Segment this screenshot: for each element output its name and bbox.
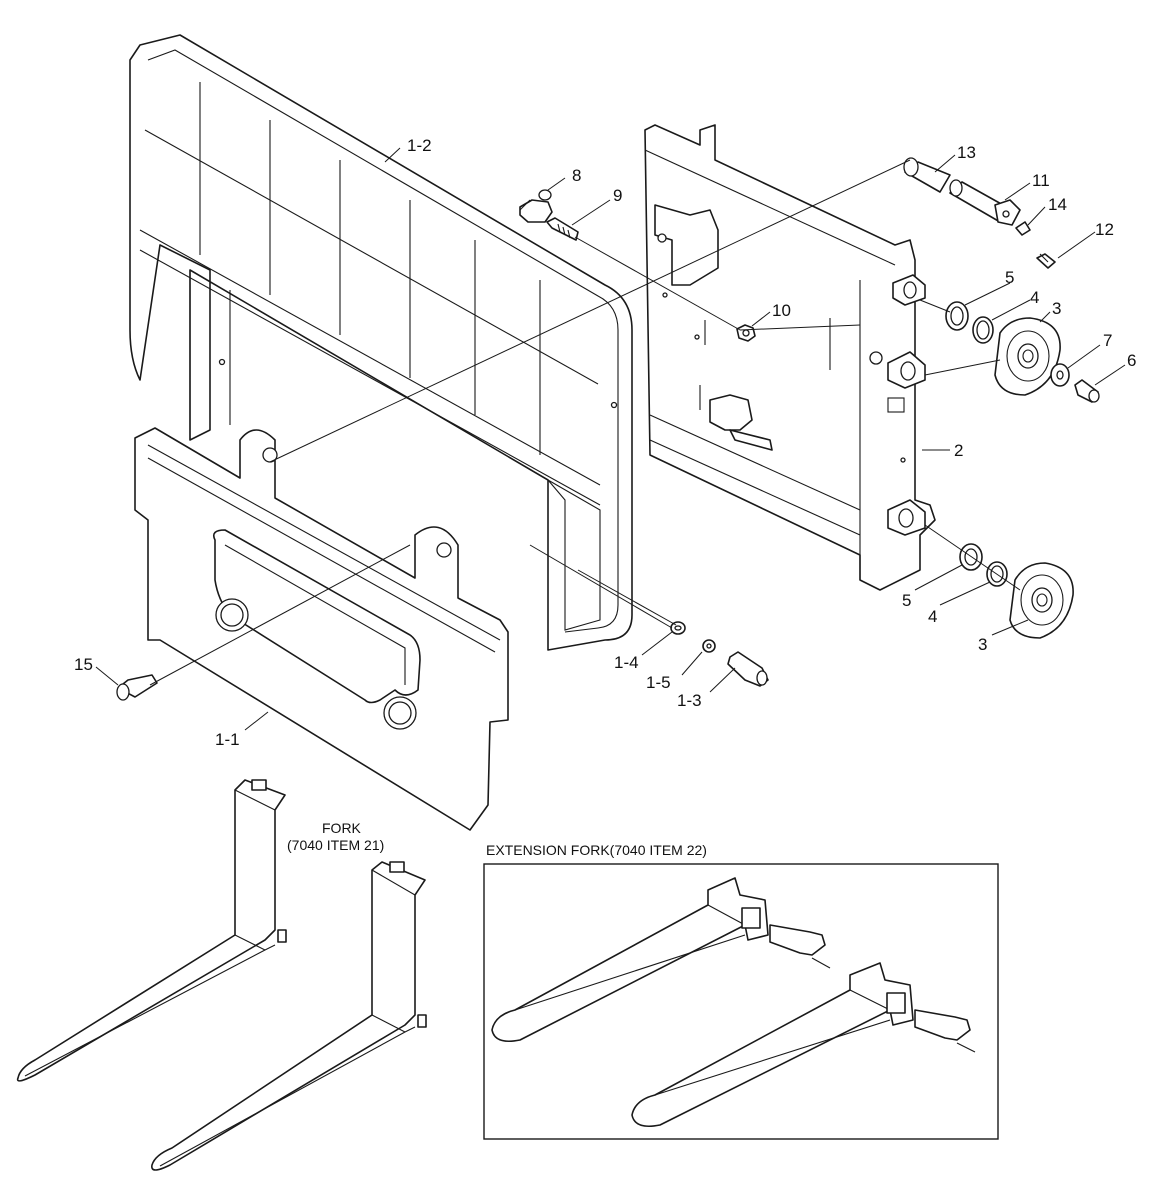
fork-caption-line2: (7040 ITEM 21) xyxy=(287,837,384,853)
callout-3-upper: 3 xyxy=(1052,299,1061,318)
part-7-washer xyxy=(1050,363,1070,387)
part-3-roller-lower xyxy=(1009,562,1074,639)
main-carriage xyxy=(644,124,936,591)
extension-fork-caption: EXTENSION FORK(7040 ITEM 22) xyxy=(486,842,707,858)
callout-2: 2 xyxy=(954,441,963,460)
part-10-nut xyxy=(736,324,756,342)
callout-14: 14 xyxy=(1048,195,1067,214)
part-1-3-cap-screw xyxy=(727,651,769,687)
part-15-cap-screw xyxy=(116,674,158,701)
extension-forks xyxy=(491,877,976,1128)
part-12-bolt xyxy=(1036,253,1056,269)
callout-11: 11 xyxy=(1032,171,1050,190)
load-backrest-frame xyxy=(129,34,633,651)
callout-1-5: 1-5 xyxy=(646,673,671,692)
callout-7: 7 xyxy=(1103,331,1112,350)
callout-4-lower: 4 xyxy=(928,607,937,626)
callout-1-3: 1-3 xyxy=(677,691,702,710)
callout-6: 6 xyxy=(1127,351,1136,370)
part-1-5-lock-washer xyxy=(702,639,716,653)
callout-1-2: 1-2 xyxy=(407,136,432,155)
callout-15: 15 xyxy=(74,655,93,674)
callout-5-upper: 5 xyxy=(1005,268,1014,287)
part-13-bushing xyxy=(903,157,951,193)
fork-carriage-plate xyxy=(134,427,509,831)
callout-10: 10 xyxy=(772,301,791,320)
callout-4-upper: 4 xyxy=(1030,288,1039,307)
callout-13: 13 xyxy=(957,143,976,162)
callout-9: 9 xyxy=(613,186,622,205)
extension-fork-panel xyxy=(483,863,999,1140)
part-9-bolt xyxy=(546,217,579,241)
callout-5-lower: 5 xyxy=(902,591,911,610)
callout-leaders xyxy=(95,147,1126,731)
alignment-lines xyxy=(149,159,1021,686)
part-1-4-washer xyxy=(670,621,686,635)
callout-1-4: 1-4 xyxy=(614,653,639,672)
callout-labels: 1-2 8 9 10 13 11 14 12 5 4 3 7 6 2 5 4 3… xyxy=(74,136,1136,749)
standard-forks xyxy=(16,779,427,1171)
part-8-fitting xyxy=(519,189,553,223)
part-3-roller-upper xyxy=(994,317,1061,396)
part-14-grease-nipple xyxy=(1015,221,1031,236)
fork-caption-line1: FORK xyxy=(322,820,362,836)
callout-12: 12 xyxy=(1095,220,1114,239)
part-5-shim-upper xyxy=(945,301,969,331)
part-4-shim-upper xyxy=(972,316,994,344)
part-11-pin xyxy=(949,179,1021,226)
callout-1-1: 1-1 xyxy=(215,730,240,749)
callout-8: 8 xyxy=(572,166,581,185)
part-6-bolt xyxy=(1074,379,1100,403)
callout-3-lower: 3 xyxy=(978,635,987,654)
